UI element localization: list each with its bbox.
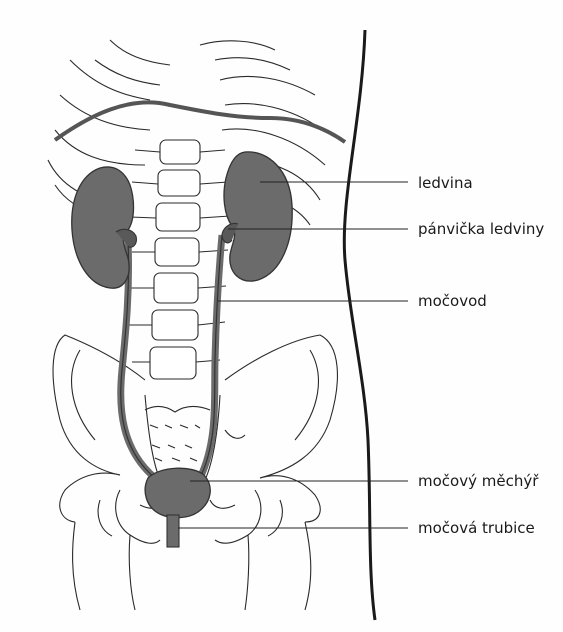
diaphragm-line <box>55 102 345 142</box>
kidney-right <box>224 152 292 281</box>
urethra <box>167 515 179 547</box>
label-kidney: ledvina <box>418 174 473 192</box>
label-ureter: močovod <box>418 292 487 310</box>
bladder <box>145 468 210 518</box>
body-outline <box>344 30 375 620</box>
label-renal-pelvis: pánvička ledviny <box>418 220 544 238</box>
label-urethra: močová trubice <box>418 519 535 537</box>
kidney-left <box>72 167 134 288</box>
label-bladder: močový měchýř <box>418 472 538 490</box>
